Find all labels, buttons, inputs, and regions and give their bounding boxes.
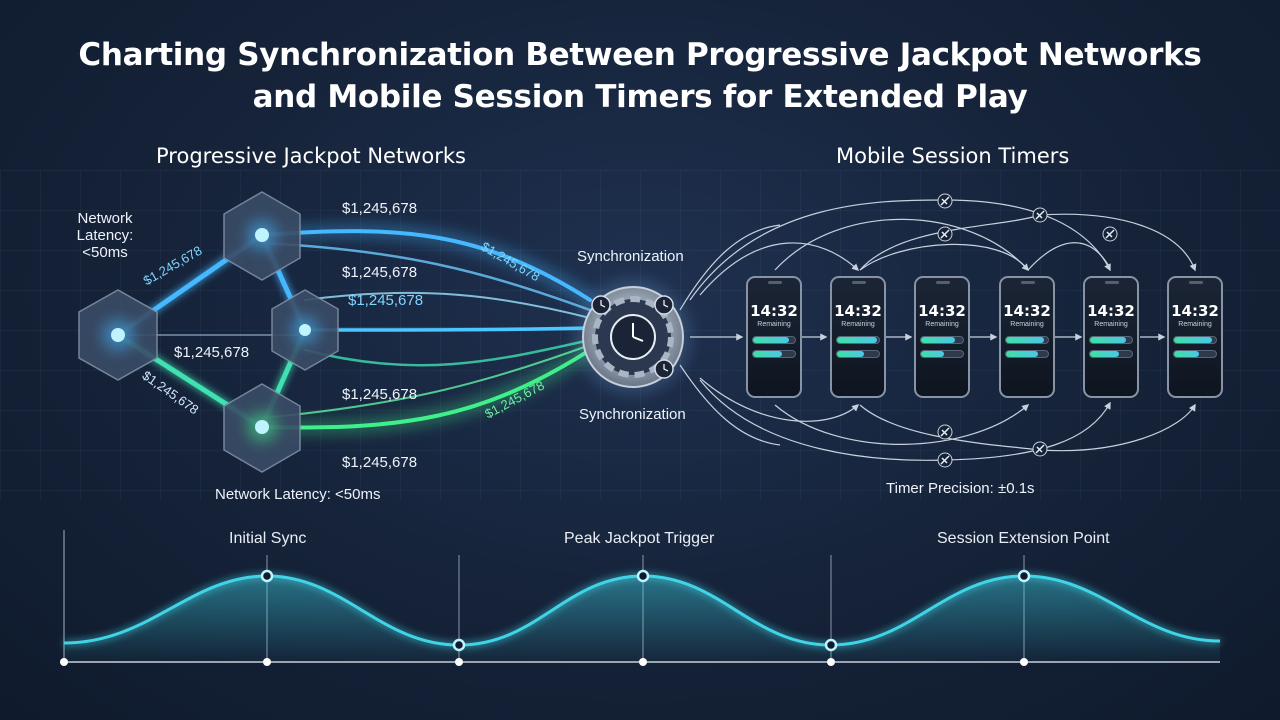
jackpot-amount-label: $1,245,678	[342, 454, 418, 471]
gear-clock-icon	[575, 279, 691, 395]
timer-remaining-label: Remaining	[757, 321, 791, 328]
timer-value: 14:32	[1087, 302, 1135, 320]
smartphone-icon: 14:32 Remaining	[914, 276, 970, 398]
jackpot-amount-label: $1,245,678	[342, 264, 418, 281]
timer-progress-bar	[920, 336, 964, 344]
sync-timeline	[60, 530, 1221, 666]
timeline-label-peak-trigger: Peak Jackpot Trigger	[564, 530, 715, 547]
satellite-markers	[937, 193, 1118, 468]
satellite-icon	[937, 193, 953, 209]
timer-progress-bar	[836, 336, 880, 344]
timer-progress-bar	[1089, 336, 1133, 344]
timer-progress-bar	[752, 350, 796, 358]
clock-icon	[591, 295, 611, 315]
smartphone-icon: 14:32 Remaining	[1167, 276, 1223, 398]
timer-remaining-label: Remaining	[841, 321, 875, 328]
wave-trough-marker	[824, 638, 838, 652]
session-timers-heading: Mobile Session Timers	[836, 144, 1070, 168]
sync-label-top: Synchronization	[577, 248, 684, 265]
satellite-icon	[1032, 207, 1048, 223]
title-line-1: Charting Synchronization Between Progres…	[78, 37, 1202, 73]
jackpot-amount-label: $1,245,678	[342, 200, 418, 217]
timer-progress-bar	[920, 350, 964, 358]
timer-value: 14:32	[1003, 302, 1051, 320]
stream-blue-2	[303, 326, 592, 332]
jackpot-amount-label: $1,245,678	[174, 344, 250, 361]
network-latency-label: Network Latency: <50ms	[76, 210, 134, 261]
satellite-icon	[937, 452, 953, 468]
timer-progress-bar	[1089, 350, 1133, 358]
wave-peak-marker	[1017, 569, 1031, 583]
clock-icon	[654, 295, 674, 315]
page-title: Charting Synchronization Between Progres…	[0, 34, 1280, 118]
smartphone-icon: 14:32 Remaining	[830, 276, 886, 398]
jackpot-networks-heading: Progressive Jackpot Networks	[156, 144, 466, 168]
hexagon-node-icon	[271, 289, 339, 371]
timer-remaining-label: Remaining	[1010, 321, 1044, 328]
smartphone-icon: 14:32 Remaining	[1083, 276, 1139, 398]
timer-progress-bar	[836, 350, 880, 358]
timer-remaining-label: Remaining	[1094, 321, 1128, 328]
data-streams	[255, 224, 597, 435]
title-line-2: and Mobile Session Timers for Extended P…	[252, 79, 1028, 115]
timer-remaining-label: Remaining	[1178, 321, 1212, 328]
timer-progress-bar	[1173, 336, 1217, 344]
smartphone-icon: 14:32 Remaining	[746, 276, 802, 398]
timer-progress-bar	[1005, 350, 1049, 358]
timer-remaining-label: Remaining	[925, 321, 959, 328]
smartphone-icon: 14:32 Remaining	[999, 276, 1055, 398]
satellite-icon	[1032, 441, 1048, 457]
hexagon-node-icon	[223, 383, 301, 473]
stream-green-1	[260, 348, 592, 430]
wave-trough-marker	[452, 638, 466, 652]
timer-precision-label: Timer Precision: ±0.1s	[886, 480, 1035, 497]
satellite-icon	[1102, 226, 1118, 242]
jackpot-amount-label: $1,245,678	[342, 386, 418, 403]
timer-value: 14:32	[918, 302, 966, 320]
stream-blue-1	[260, 229, 592, 302]
timeline-label-session-extension: Session Extension Point	[937, 530, 1110, 547]
timeline-label-initial-sync: Initial Sync	[229, 530, 307, 547]
jackpot-amount-label: $1,245,678	[348, 292, 424, 309]
jackpot-nodes	[78, 191, 339, 473]
hexagon-node-icon	[78, 289, 158, 381]
network-latency-bottom-label: Network Latency: <50ms	[215, 486, 381, 503]
sync-label-bottom: Synchronization	[579, 406, 686, 423]
timer-progress-bar	[1005, 336, 1049, 344]
hexagon-node-icon	[223, 191, 301, 281]
timer-value: 14:32	[1171, 302, 1219, 320]
wave-peak-marker	[260, 569, 274, 583]
satellite-icon	[937, 424, 953, 440]
timer-value: 14:32	[750, 302, 798, 320]
wave-peak-marker	[636, 569, 650, 583]
clock-icon	[654, 359, 674, 379]
satellite-icon	[937, 226, 953, 242]
timer-value: 14:32	[834, 302, 882, 320]
timer-progress-bar	[752, 336, 796, 344]
timer-progress-bar	[1173, 350, 1217, 358]
